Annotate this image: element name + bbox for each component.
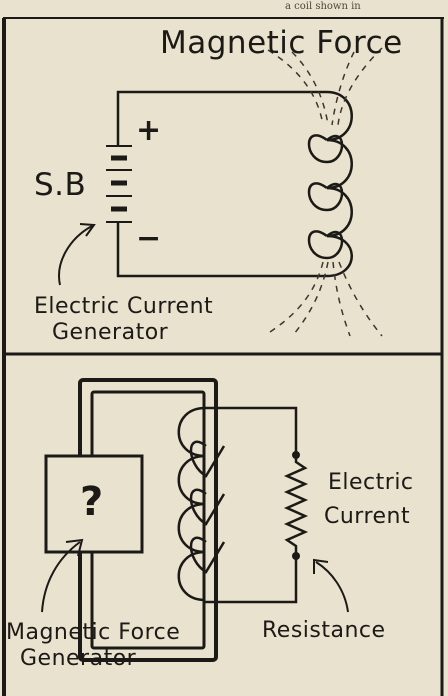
top-caption-line2: Generator — [52, 320, 169, 345]
magnetic-field-lines — [267, 47, 383, 337]
bottom-caption-line2: Generator — [20, 646, 137, 671]
resistor-terminal-top — [292, 451, 300, 459]
minus-sign: − — [136, 221, 162, 256]
resistance-pointer-arrow — [313, 558, 349, 613]
resistor-terminal-bottom — [292, 552, 300, 560]
unknown-generator-symbol: ? — [80, 479, 104, 525]
electric-current-label-line2: Current — [324, 504, 411, 529]
bottom-caption-line1: Magnetic Force — [6, 620, 181, 645]
unknown-generator-box — [44, 454, 144, 554]
top-coil — [307, 90, 353, 278]
bottom-coil — [177, 406, 226, 602]
resistor-symbol — [283, 455, 309, 556]
bottom-circuit-wire — [205, 406, 298, 604]
battery-label: S.B — [34, 167, 87, 203]
top-circuit-wire — [116, 90, 327, 278]
header-fragment: a coil shown in — [285, 1, 361, 12]
panel-frame — [2, 17, 444, 696]
electric-current-label-line1: Electric — [328, 470, 414, 495]
battery-pointer-arrow — [58, 223, 96, 286]
top-caption-line1: Electric Current — [34, 294, 214, 319]
magnetic-force-title: Magnetic Force — [160, 25, 403, 61]
generator-pointer-arrow — [41, 538, 84, 613]
resistance-label: Resistance — [262, 618, 386, 643]
plus-sign: + — [136, 113, 162, 148]
battery-symbol — [106, 133, 132, 237]
